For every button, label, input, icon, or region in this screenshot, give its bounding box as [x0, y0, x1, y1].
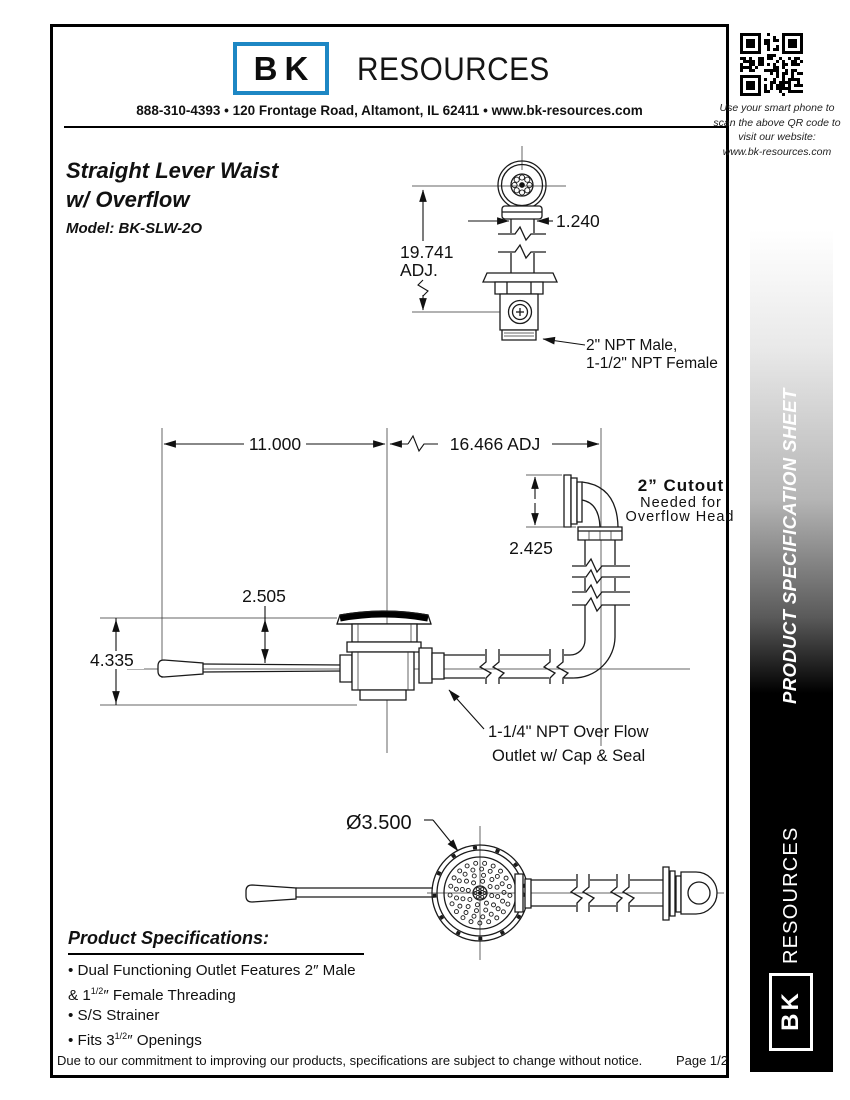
- sidebar-banner: [750, 230, 833, 1072]
- page-title-line2: w/ Overflow: [66, 187, 190, 212]
- spec-item-strainer: • S/S Strainer: [68, 1007, 160, 1025]
- bk-logo-box: BK: [233, 42, 329, 95]
- page-title-line1: Straight Lever Waist: [66, 158, 279, 183]
- bk-logo-text: BK: [253, 49, 316, 87]
- qr-caption-line3: visit our website:: [738, 131, 816, 143]
- qr-caption: Use your smart phone to scan the above Q…: [712, 101, 842, 159]
- spec-item-openings: • Fits 31/2″ Openings: [68, 1031, 202, 1050]
- title-block: Straight Lever Waist w/ Overflow Model: …: [66, 156, 278, 237]
- model-number: Model: BK-SLW-2O: [66, 220, 203, 237]
- sidebar-resources-text: RESOURCES: [780, 826, 802, 965]
- qr-code: [740, 33, 803, 96]
- spec-item-outlet-line1: • Dual Functioning Outlet Features 2″ Ma…: [68, 962, 356, 979]
- spec-item-outlet-line2: & 11/2″ Female Threading: [68, 986, 236, 1005]
- sidebar-bk-text: BK: [777, 990, 805, 1031]
- sidebar-bk-logo-box: BK: [769, 973, 813, 1051]
- qr-caption-line4: www.bk-resources.com: [722, 145, 832, 158]
- specs-heading: Product Specifications:: [68, 928, 364, 955]
- header-divider: [64, 126, 727, 128]
- qr-caption-line1: Use your smart phone to: [719, 102, 835, 114]
- footer-disclaimer: Due to our commitment to improving our p…: [57, 1053, 643, 1068]
- content-frame: [50, 24, 729, 1078]
- contact-line: 888-310-4393 • 120 Frontage Road, Altamo…: [136, 103, 643, 118]
- page-number: Page 1/2: [675, 1053, 728, 1068]
- specs-list: • Dual Functioning Outlet Features 2″ Ma…: [68, 961, 356, 1051]
- resources-logo-text: RESOURCES: [357, 51, 550, 87]
- sidebar-label: PRODUCT SPECIFICATION SHEET: [779, 388, 800, 704]
- qr-caption-line2: scan the above QR code to: [713, 116, 841, 129]
